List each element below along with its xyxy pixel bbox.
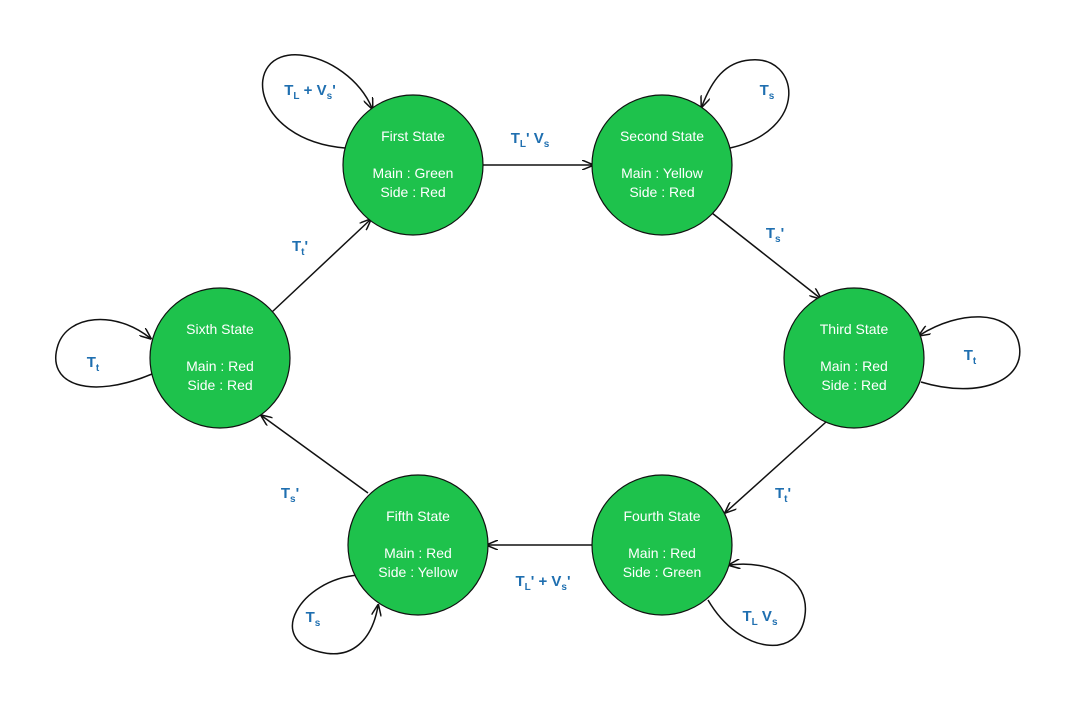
label-segment: t — [784, 494, 788, 505]
state-main: Main : Red — [628, 545, 696, 561]
label-segment: s — [544, 139, 550, 150]
state-circle-second — [591, 94, 733, 236]
self-loop-first — [261, 54, 372, 149]
label-segment: T — [775, 485, 784, 502]
state-main: Main : Red — [384, 545, 452, 561]
label-segment: T — [766, 225, 775, 242]
transition-fifth-to-sixth — [262, 416, 369, 494]
transition-label-sixth-to-sixth: Tt — [87, 354, 100, 374]
label-segment: ' + V — [531, 573, 562, 590]
label-segment: T — [964, 347, 973, 364]
label-segment: ' — [296, 485, 300, 502]
state-side: Side : Red — [380, 184, 445, 200]
state-title: Fifth State — [386, 508, 450, 524]
label-segment: ' V — [526, 130, 544, 147]
self-loop-sixth — [55, 318, 152, 388]
state-title: Third State — [820, 321, 889, 337]
state-circle-fifth — [347, 474, 489, 616]
label-segment: T — [284, 82, 293, 99]
transition-second-to-third — [711, 212, 820, 298]
label-segment: s — [769, 91, 775, 102]
transition-sixth-to-first — [271, 220, 370, 313]
transitions-layer — [55, 54, 1021, 655]
state-side: Side : Green — [623, 564, 702, 580]
label-segment: s — [327, 91, 333, 102]
transition-label-fourth-to-fourth: TL Vs — [742, 608, 777, 628]
label-segment: s — [290, 494, 296, 505]
label-segment: T — [511, 130, 520, 147]
label-segment: T — [515, 573, 524, 590]
label-segment: ' — [781, 225, 785, 242]
label-segment: T — [292, 238, 301, 255]
label-segment: L — [293, 91, 299, 102]
transition-third-to-fourth — [726, 421, 827, 512]
label-segment: ' — [304, 238, 308, 255]
label-segment: ' — [332, 82, 336, 99]
transition-label-second-to-second: Ts — [760, 82, 775, 102]
state-main: Main : Red — [186, 358, 254, 374]
label-segment: T — [306, 609, 315, 626]
transition-label-first-to-first: TL + Vs' — [284, 82, 336, 102]
state-circle-first — [342, 94, 484, 236]
label-segment: T — [742, 608, 751, 625]
state-side: Side : Red — [821, 377, 886, 393]
self-loop-third — [920, 316, 1021, 390]
label-segment: s — [315, 618, 321, 629]
label-segment: s — [561, 582, 567, 593]
label-segment: L — [520, 139, 526, 150]
label-segment: T — [87, 354, 96, 371]
state-title: Fourth State — [623, 508, 700, 524]
label-segment: t — [96, 363, 100, 374]
label-segment: s — [772, 617, 778, 628]
state-title: Sixth State — [186, 321, 254, 337]
state-side: Side : Yellow — [378, 564, 458, 580]
label-segment: t — [973, 356, 977, 367]
transition-label-fifth-to-fifth: Ts — [306, 609, 321, 629]
label-segment: t — [301, 247, 305, 258]
transition-label-third-to-fourth: Tt' — [775, 485, 791, 505]
label-segment: ' — [567, 573, 571, 590]
label-segment: V — [758, 608, 772, 625]
self-loop-fifth — [291, 574, 378, 655]
label-segment: L — [525, 582, 531, 593]
state-side: Side : Red — [629, 184, 694, 200]
state-main: Main : Red — [820, 358, 888, 374]
transition-label-fourth-to-fifth: TL' + Vs' — [515, 573, 570, 593]
state-title: Second State — [620, 128, 704, 144]
state-circle-sixth — [149, 287, 291, 429]
transition-label-first-to-second: TL' Vs — [511, 130, 550, 150]
state-side: Side : Red — [187, 377, 252, 393]
label-segment: ' — [787, 485, 791, 502]
self-loop-fourth — [707, 564, 807, 647]
label-segment: T — [760, 82, 769, 99]
label-segment: s — [775, 234, 781, 245]
label-segment: T — [281, 485, 290, 502]
state-main: Main : Green — [373, 165, 454, 181]
transition-label-third-to-third: Tt — [964, 347, 977, 367]
state-circle-third — [783, 287, 925, 429]
label-segment: + V — [300, 82, 327, 99]
self-loop-second — [702, 59, 790, 149]
label-segment: L — [752, 617, 758, 628]
transition-label-second-to-third: Ts' — [766, 225, 784, 245]
state-main: Main : Yellow — [621, 165, 704, 181]
state-circle-fourth — [591, 474, 733, 616]
state-title: First State — [381, 128, 445, 144]
transition-label-sixth-to-first: Tt' — [292, 238, 308, 258]
transition-label-fifth-to-sixth: Ts' — [281, 485, 299, 505]
